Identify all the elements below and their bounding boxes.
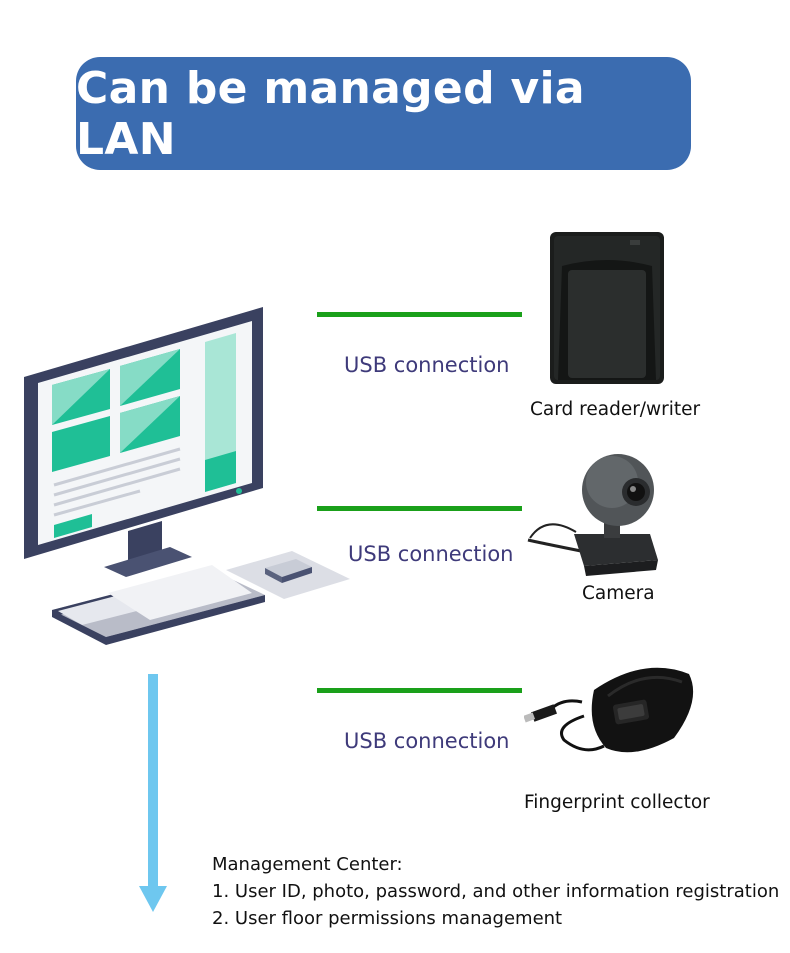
- card-reader-image: [550, 232, 664, 384]
- camera-image: [527, 454, 658, 576]
- title-banner: Can be managed via LAN: [76, 57, 691, 170]
- usb-connection-label: USB connection: [348, 542, 514, 566]
- computer-illustration: [24, 307, 350, 645]
- page-title: Can be managed via LAN: [76, 62, 585, 165]
- down-arrow-icon: [139, 674, 167, 912]
- management-center-text: Management Center: 1. User ID, photo, pa…: [212, 851, 779, 932]
- fingerprint-collector-image: [524, 667, 694, 753]
- usb-connection-label: USB connection: [344, 353, 510, 377]
- connector-line-fingerprint: [317, 688, 522, 693]
- device-label-card-reader: Card reader/writer: [530, 399, 701, 420]
- usb-connection-label: USB connection: [344, 729, 510, 753]
- device-label-fingerprint: Fingerprint collector: [524, 792, 710, 813]
- connector-line-camera: [317, 506, 522, 511]
- management-item: 2. User floor permissions management: [212, 908, 563, 929]
- device-label-camera: Camera: [582, 583, 655, 604]
- connector-line-card-reader: [317, 312, 522, 317]
- management-heading: Management Center:: [212, 854, 403, 875]
- management-item: 1. User ID, photo, password, and other i…: [212, 881, 780, 902]
